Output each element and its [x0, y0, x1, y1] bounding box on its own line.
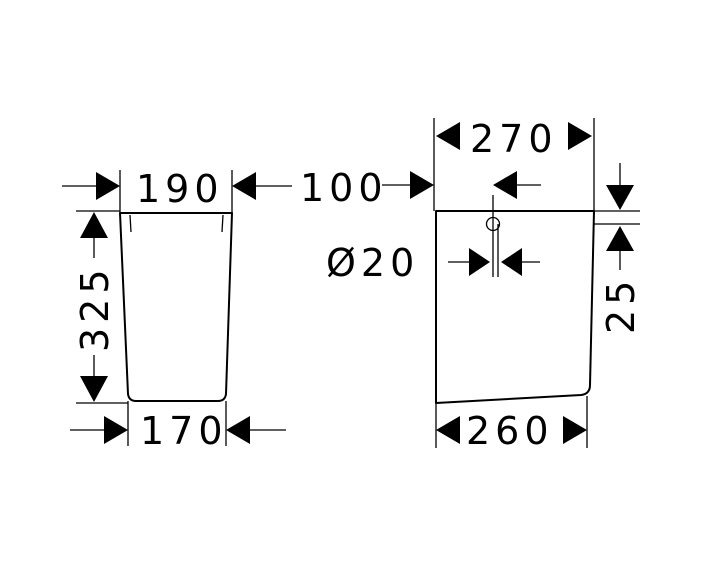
dim-190-arrow-right: [232, 172, 256, 200]
dim-170-arrow-left: [104, 416, 128, 444]
dim-270-arrow-left: [436, 122, 460, 150]
dim-190-arrow-left: [96, 172, 120, 200]
dim-170-label: 170: [140, 409, 228, 453]
dim-100-label: 100: [300, 166, 388, 210]
dim-170-arrow-right: [226, 416, 250, 444]
left-body-outline: [119, 212, 233, 402]
dim-190-label: 190: [136, 167, 224, 211]
left-inner-mark-right: [221, 214, 224, 233]
dim-diameter-arrow-left: [469, 248, 490, 276]
dim-325-label: 325: [73, 264, 117, 352]
dim-260-arrow-left: [436, 416, 460, 444]
dim-270-label: 270: [470, 117, 558, 161]
dim-260-label: 260: [466, 409, 554, 453]
dim-25-arrow-top: [606, 185, 634, 210]
dim-260-arrow-right: [563, 416, 587, 444]
right-front-view: 270 100 Ø20 25 260: [300, 117, 643, 453]
dim-100-arrow-left: [410, 171, 434, 199]
dim-diameter-label: Ø20: [326, 241, 419, 285]
dim-325-arrow-bottom: [80, 376, 108, 402]
dim-325-arrow-top: [80, 212, 108, 238]
dim-diameter-arrow-right: [501, 248, 522, 276]
dim-25-label: 25: [599, 276, 643, 334]
right-body-outline: [435, 210, 595, 404]
left-side-view: 190 325 170: [62, 167, 292, 453]
dim-270-arrow-right: [568, 122, 592, 150]
left-inner-mark-left: [129, 214, 132, 233]
dim-100-arrow-right: [493, 171, 517, 199]
dim-25-arrow-bottom: [606, 226, 634, 251]
